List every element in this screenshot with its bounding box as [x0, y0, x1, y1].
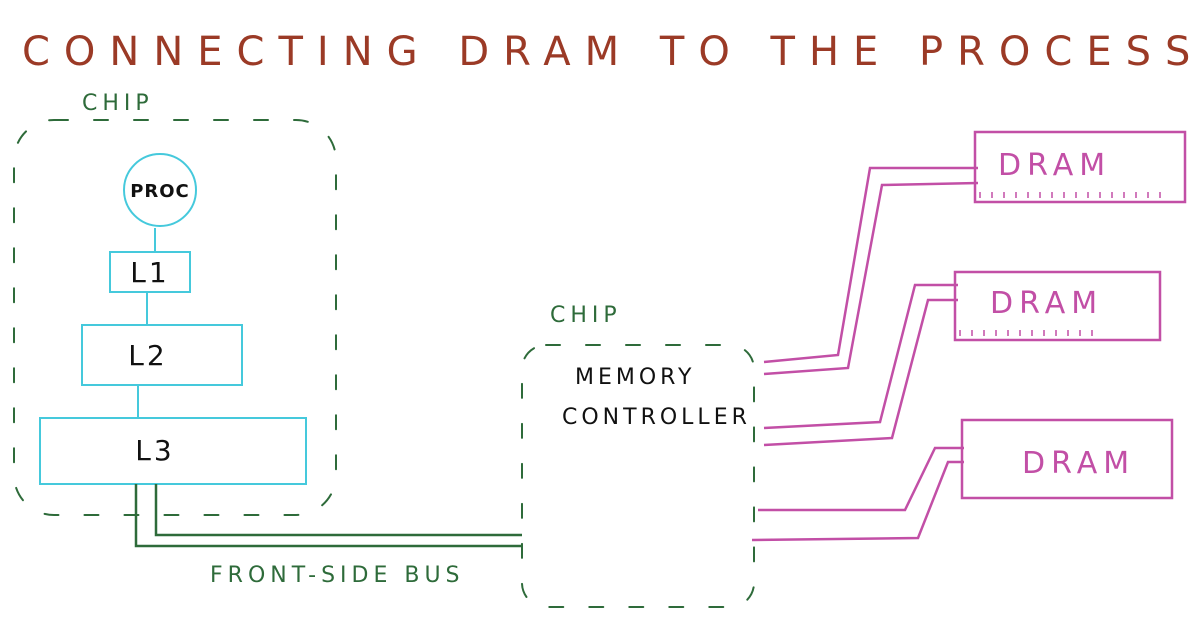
diagram-title: CONNECTING DRAM TO THE PROCESSOR: [22, 29, 1198, 75]
cpu-chip-outline: [13, 119, 337, 516]
dram-1-label: DRAM: [998, 148, 1111, 183]
bus-line-inner: [154, 484, 522, 537]
l2-cache-box: [81, 324, 243, 386]
mc-line1: MEMORY: [575, 365, 696, 390]
dram-2-pins: [959, 330, 1093, 336]
channel-1-wire-b: [763, 181, 979, 376]
bus-label: FRONT-SIDE BUS: [210, 563, 465, 588]
front-side-bus: FRONT-SIDE BUS: [134, 484, 522, 588]
proc-node: [123, 153, 197, 227]
mc-line2: CONTROLLER: [562, 405, 751, 430]
mc-chip-label: CHIP: [550, 303, 622, 328]
channel-1-wire-a: [763, 166, 978, 364]
mc-chip-outline: [521, 344, 755, 608]
dram-modules: DRAM DRAM DRAM: [953, 130, 1187, 500]
l1-label: L1: [130, 256, 169, 289]
dram-2-label: DRAM: [990, 286, 1103, 321]
l3-cache-box: [39, 417, 307, 485]
dram-3-label: DRAM: [1022, 446, 1135, 481]
proc-label: PROC: [130, 181, 190, 202]
cpu-chip: CHIP PROC L1 L2 L3: [13, 91, 337, 516]
dram-module-2: [953, 270, 1162, 342]
channel-2-wire-b: [763, 298, 958, 447]
cpu-chip-label: CHIP: [82, 91, 154, 116]
l3-label: L3: [135, 434, 174, 467]
channel-3-wire-a: [758, 446, 964, 512]
channel-2-wire-a: [763, 283, 958, 430]
bus-line-outer: [134, 484, 522, 548]
dram-1-pins: [979, 192, 1161, 198]
dram-module-3: [960, 418, 1174, 500]
channel-3-wire-b: [751, 460, 964, 542]
memory-controller-chip: CHIP MEMORY CONTROLLER: [521, 303, 755, 608]
memory-channels: [751, 166, 979, 542]
l2-label: L2: [128, 339, 167, 372]
l1-cache-box: [109, 251, 191, 293]
